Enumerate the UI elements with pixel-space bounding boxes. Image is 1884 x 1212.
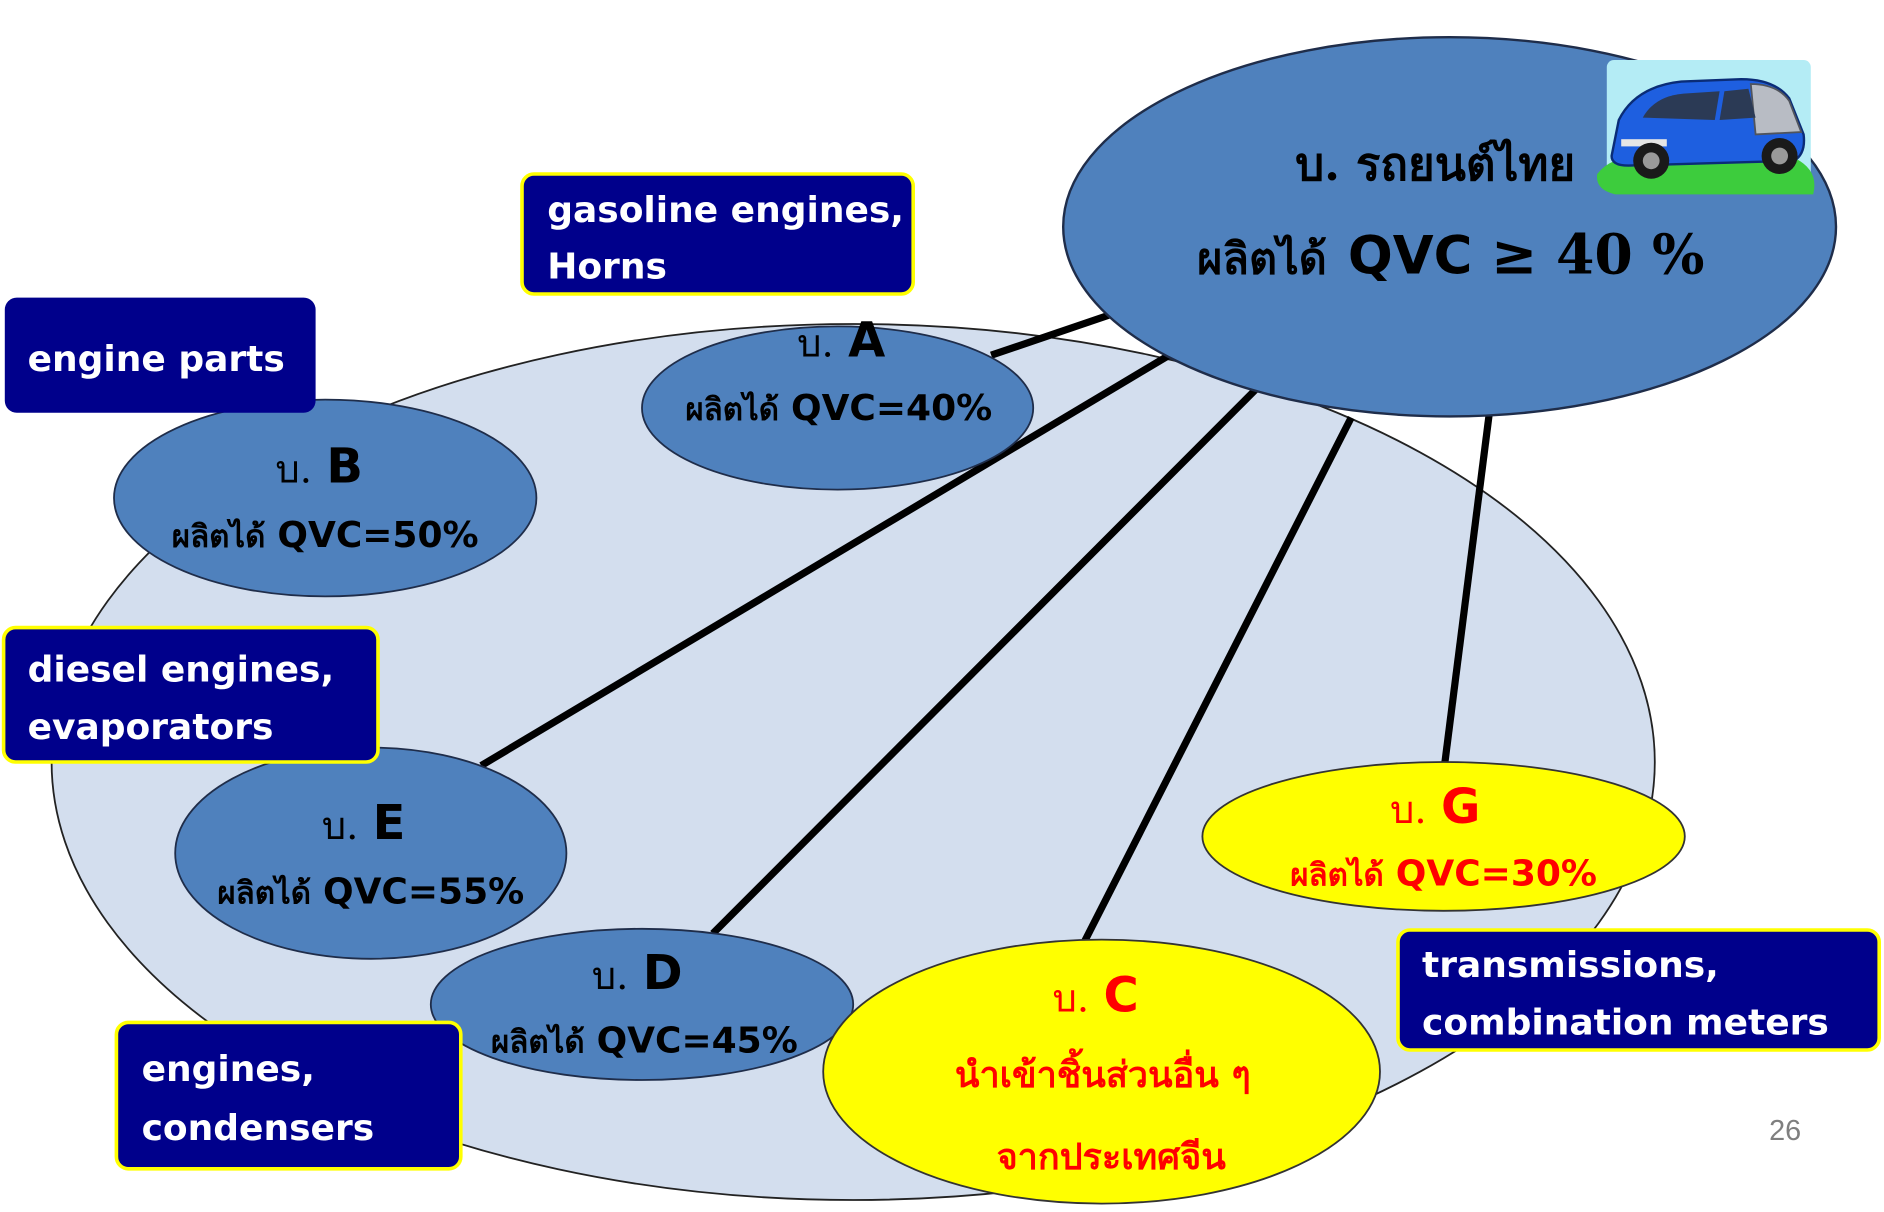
company-node-G: บ. G ผลิตได้ QVC=30%: [1201, 761, 1686, 912]
company-E-letter: E: [373, 795, 406, 851]
company-G-title: บ. G: [1390, 779, 1480, 835]
company-D-qvc-value: QVC=45%: [597, 1020, 798, 1061]
label-diesel-line2: evaporators: [28, 707, 274, 748]
company-B-qvc-value: QVC=50%: [277, 515, 478, 556]
label-transmissions-line2: combination meters: [1422, 1002, 1829, 1043]
company-A-qvc: ผลิตได้ QVC=40%: [685, 388, 992, 429]
company-G-prefix: บ.: [1390, 788, 1427, 833]
connector-lines: [479, 310, 1493, 950]
company-B-prefix: บ.: [275, 447, 312, 492]
label-transmissions-line1: transmissions,: [1422, 945, 1719, 986]
company-node-C: บ. C นำเข้าชิ้นส่วนอื่น ๆ จากประเทศจีน: [822, 938, 1381, 1205]
company-B-qvc-prefix: ผลิตได้: [172, 518, 266, 555]
company-C-letter: C: [1103, 968, 1138, 1024]
company-C-line2: นำเข้าชิ้นส่วนอื่น ๆ: [955, 1048, 1251, 1096]
label-engines-condensers: engines, condensers: [114, 1020, 463, 1171]
company-E-qvc-value: QVC=55%: [323, 872, 524, 913]
label-gasoline-engines: gasoline engines, Horns: [520, 172, 915, 296]
company-D-prefix: บ.: [592, 954, 629, 999]
ge-symbol: ≥: [1491, 223, 1537, 288]
company-C-title: บ. C: [1052, 968, 1138, 1024]
company-E-qvc-prefix: ผลิตได้: [217, 875, 311, 912]
company-C-line3: จากประเทศจีน: [997, 1136, 1227, 1178]
label-gasoline-line1: gasoline engines,: [547, 190, 904, 231]
label-diesel-line1: diesel engines,: [28, 650, 335, 691]
company-A-title: บ. A: [797, 312, 885, 368]
company-A-qvc-value: QVC=40%: [791, 388, 992, 429]
label-transmissions: transmissions, combination meters: [1396, 928, 1881, 1052]
label-diesel-engines: diesel engines, evaporators: [1, 625, 380, 764]
page-number: 26: [1769, 1115, 1801, 1147]
company-D-qvc-prefix: ผลิตได้: [491, 1023, 585, 1060]
company-node-B: บ. B ผลิตได้ QVC=50%: [113, 398, 538, 598]
connector-to-D: [710, 387, 1258, 937]
company-E-prefix: บ.: [322, 804, 359, 849]
company-B-title: บ. B: [275, 438, 363, 494]
label-gasoline-line2: Horns: [547, 246, 667, 287]
company-G-qvc-value: QVC=30%: [1396, 854, 1597, 895]
company-A-letter: A: [848, 312, 885, 368]
company-G-qvc-prefix: ผลิตได้: [1290, 857, 1384, 894]
label-engine-parts: engine parts: [4, 297, 316, 413]
company-node-D: บ. D ผลิตได้ QVC=45%: [429, 927, 855, 1081]
label-engine-parts-line1: engine parts: [28, 339, 285, 380]
company-E-title: บ. E: [322, 795, 406, 851]
connector-to-C: [1077, 415, 1355, 950]
company-C-prefix: บ.: [1052, 977, 1089, 1022]
label-engines-line1: engines,: [142, 1049, 315, 1090]
company-A-prefix: บ.: [797, 321, 834, 366]
connector-to-E: [479, 350, 1174, 769]
company-node-E: บ. E ผลิตได้ QVC=55%: [174, 746, 568, 960]
main-node-qvc-prefix: ผลิตได้: [1197, 234, 1327, 285]
company-D-title: บ. D: [592, 945, 683, 1001]
connector-to-G: [1441, 413, 1493, 764]
company-G-qvc: ผลิตได้ QVC=30%: [1290, 854, 1597, 895]
label-engines-line2: condensers: [142, 1108, 375, 1149]
company-E-qvc: ผลิตได้ QVC=55%: [217, 872, 524, 913]
company-G-letter: G: [1441, 779, 1480, 835]
main-node-qvc: ผลิตได้ QVC ≥ 40 %: [1197, 223, 1704, 288]
company-node-A: บ. A ผลิตได้ QVC=40%: [641, 312, 1035, 491]
main-node-title: บ. รถยนต์ไทย: [1295, 137, 1575, 191]
main-node-qvc-percent: 40 %: [1556, 223, 1704, 288]
main-node-qvc-label: QVC: [1348, 226, 1473, 287]
company-B-qvc: ผลิตได้ QVC=50%: [172, 515, 479, 556]
car-icon: [1596, 60, 1815, 195]
company-D-letter: D: [643, 945, 683, 1001]
company-D-qvc: ผลิตได้ QVC=45%: [491, 1020, 798, 1061]
connector-to-A: [990, 310, 1113, 359]
company-B-letter: B: [326, 438, 363, 494]
company-A-qvc-prefix: ผลิตได้: [685, 391, 779, 428]
